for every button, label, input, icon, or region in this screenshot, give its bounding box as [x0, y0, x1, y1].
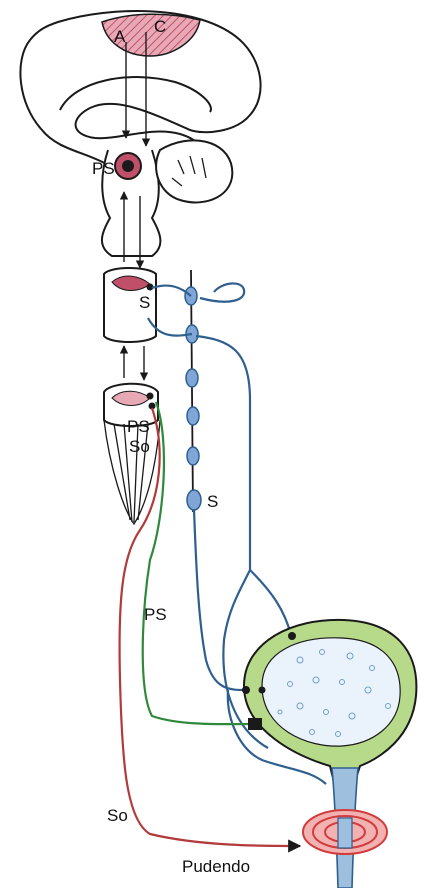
- label-ps-sacral: PS: [127, 418, 150, 435]
- pudendal-nerve: [120, 408, 300, 846]
- label-pudendo: Pudendo: [182, 858, 250, 875]
- sacral-neuron-1: [147, 393, 154, 400]
- label-ps-brainstem: PS: [92, 160, 115, 177]
- sympathetic-trunk: [191, 270, 193, 512]
- sympathetic-loop: [200, 283, 244, 301]
- label-so-nerve: So: [107, 807, 128, 824]
- label-s-chain: S: [207, 493, 218, 510]
- ganglion-6: [187, 490, 201, 510]
- bladder: [242, 620, 416, 888]
- somatic-nerve: [120, 408, 300, 846]
- synapse-bladder-mid-2: [259, 687, 266, 694]
- label-ps-pelvic-nerve: PS: [144, 606, 167, 623]
- ganglion-4: [187, 407, 199, 425]
- label-s-thoracolumbar: S: [139, 294, 150, 311]
- sympathetic-chain-to-bladder: [194, 510, 246, 690]
- pelvic-ganglion: [248, 718, 262, 730]
- ganglion-3: [186, 369, 198, 387]
- synapse-bladder-top: [288, 632, 296, 640]
- ganglion-5: [187, 447, 199, 465]
- label-cortex-a: A: [114, 28, 125, 45]
- label-so-sacral: So: [129, 438, 150, 455]
- sympathetic-chain: [185, 270, 201, 512]
- synapse-bladder-mid-1: [242, 686, 250, 694]
- external-sphincter: [303, 810, 387, 854]
- pontine-center-inner: [122, 160, 134, 172]
- label-cortex-c: C: [154, 18, 166, 35]
